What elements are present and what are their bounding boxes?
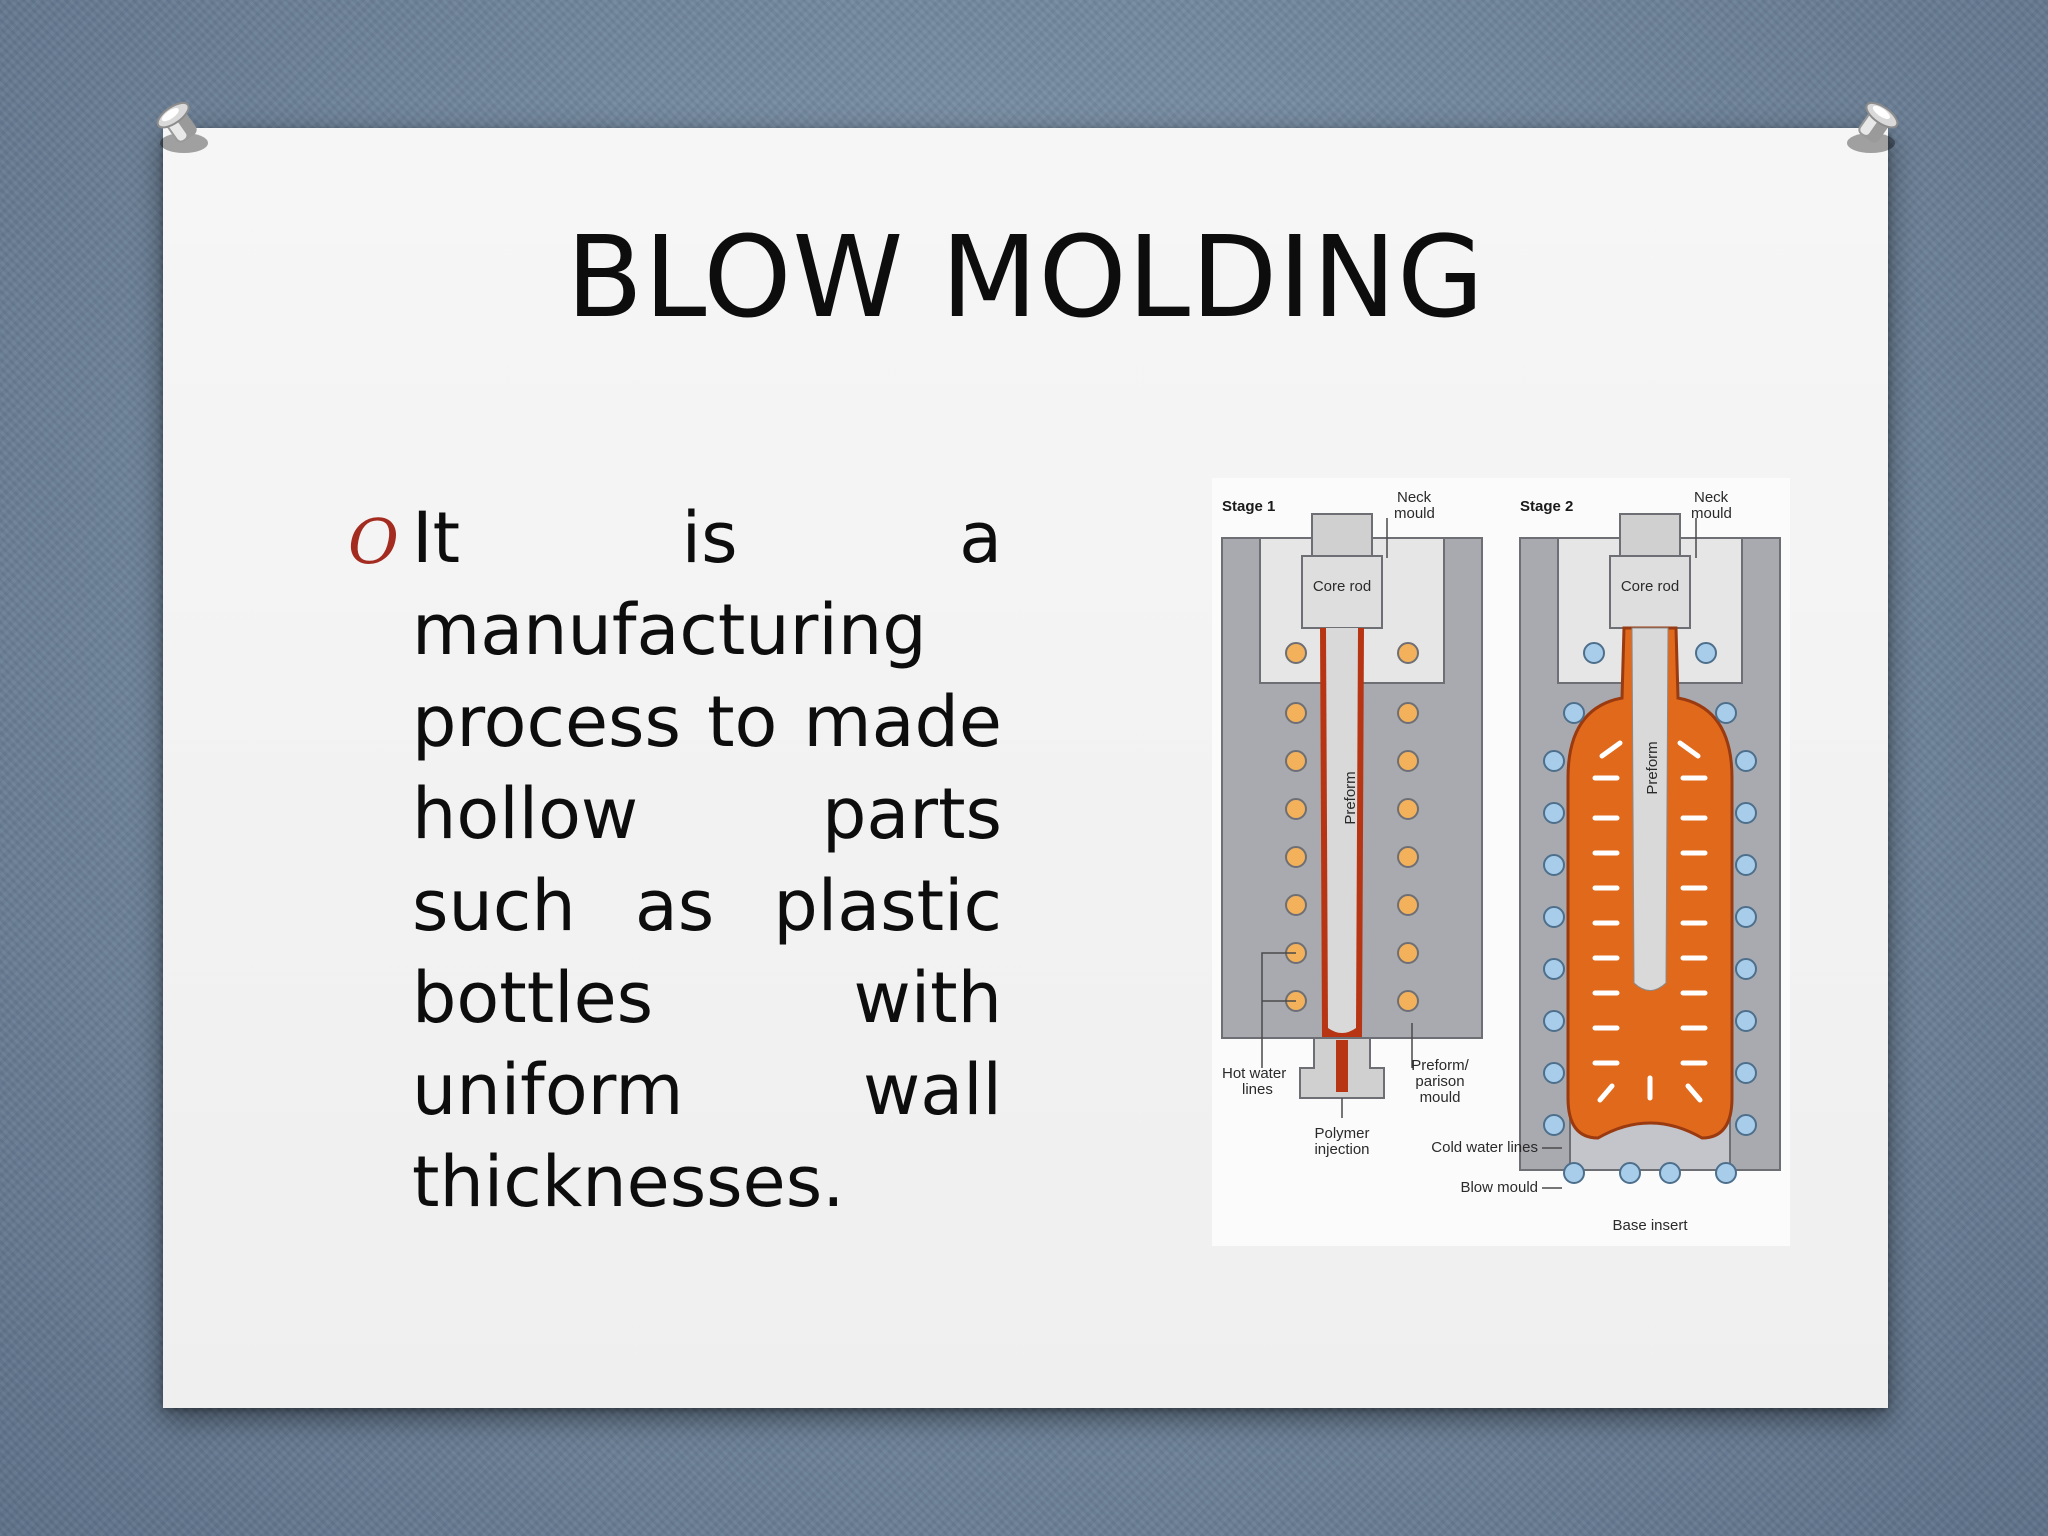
pushpin-right-icon — [1847, 101, 1899, 153]
stage1-diagram: Stage 1 Neck mould Core rod Preform Hot … — [1221, 489, 1483, 1158]
stage2-core-rod — [1631, 627, 1669, 991]
stage1-polymer-channel — [1336, 1040, 1348, 1092]
stage2-diagram: Stage 2 Neck mould Core rod Preform Cold… — [1431, 489, 1781, 1234]
stage2-heading: Stage 2 — [1520, 498, 1573, 515]
stage2-cold-water-circles — [1543, 642, 1757, 1184]
stage2-core-rod-label: Core rod — [1621, 578, 1679, 595]
stage1-hot-water-label-1: Hot water — [1222, 1065, 1286, 1082]
stage2-pressure-arrows — [1592, 740, 1708, 1103]
stage2-core-rod-collar — [1609, 555, 1691, 629]
stage1-hot-water-label-2: lines — [1242, 1081, 1273, 1098]
stage1-core-rod-collar — [1301, 555, 1383, 629]
stage2-blow-mould-label: Blow mould — [1460, 1179, 1538, 1196]
stage2-neck-mould-label-2: mould — [1691, 505, 1732, 522]
stage1-neck-mould-label-2: mould — [1394, 505, 1435, 522]
diagram-svg: Stage 1 Neck mould Core rod Preform Hot … — [1221, 489, 1781, 1234]
stage2-base-insert-label: Base insert — [1612, 1217, 1688, 1234]
stage1-heading: Stage 1 — [1222, 498, 1275, 515]
stage1-parison-label-2: parison — [1415, 1073, 1464, 1090]
stage1-polymer-label-1: Polymer — [1314, 1125, 1369, 1142]
stage1-parison-label-3: mould — [1420, 1089, 1461, 1106]
stage1-core-rod-top — [1311, 513, 1373, 561]
bullet-text: It is a manufacturing process to made ho… — [412, 497, 1002, 1223]
stage1-polymer-label-2: injection — [1314, 1141, 1369, 1158]
slide-title: BLOW MOLDING — [566, 213, 1485, 343]
stage1-hot-water-circles — [1285, 642, 1419, 1012]
stage2-preform-label: Preform — [1644, 741, 1661, 794]
stage1-core-rod — [1326, 628, 1358, 1033]
stage2-neck-mould-label-1: Neck — [1694, 489, 1729, 506]
stage1-preform-label: Preform — [1342, 771, 1359, 824]
stage1-parison-label-1: Preform/ — [1411, 1057, 1469, 1074]
pushpin-left-icon — [156, 101, 208, 153]
stage2-core-rod-top — [1619, 513, 1681, 561]
stage1-neck-mould-label-1: Neck — [1397, 489, 1432, 506]
blow-molding-diagram: Stage 1 Neck mould Core rod Preform Hot … — [1212, 478, 1790, 1246]
stage2-cold-water-label: Cold water lines — [1431, 1139, 1538, 1156]
stage1-core-rod-label: Core rod — [1313, 578, 1371, 595]
bullet-marker: O — [348, 505, 399, 578]
